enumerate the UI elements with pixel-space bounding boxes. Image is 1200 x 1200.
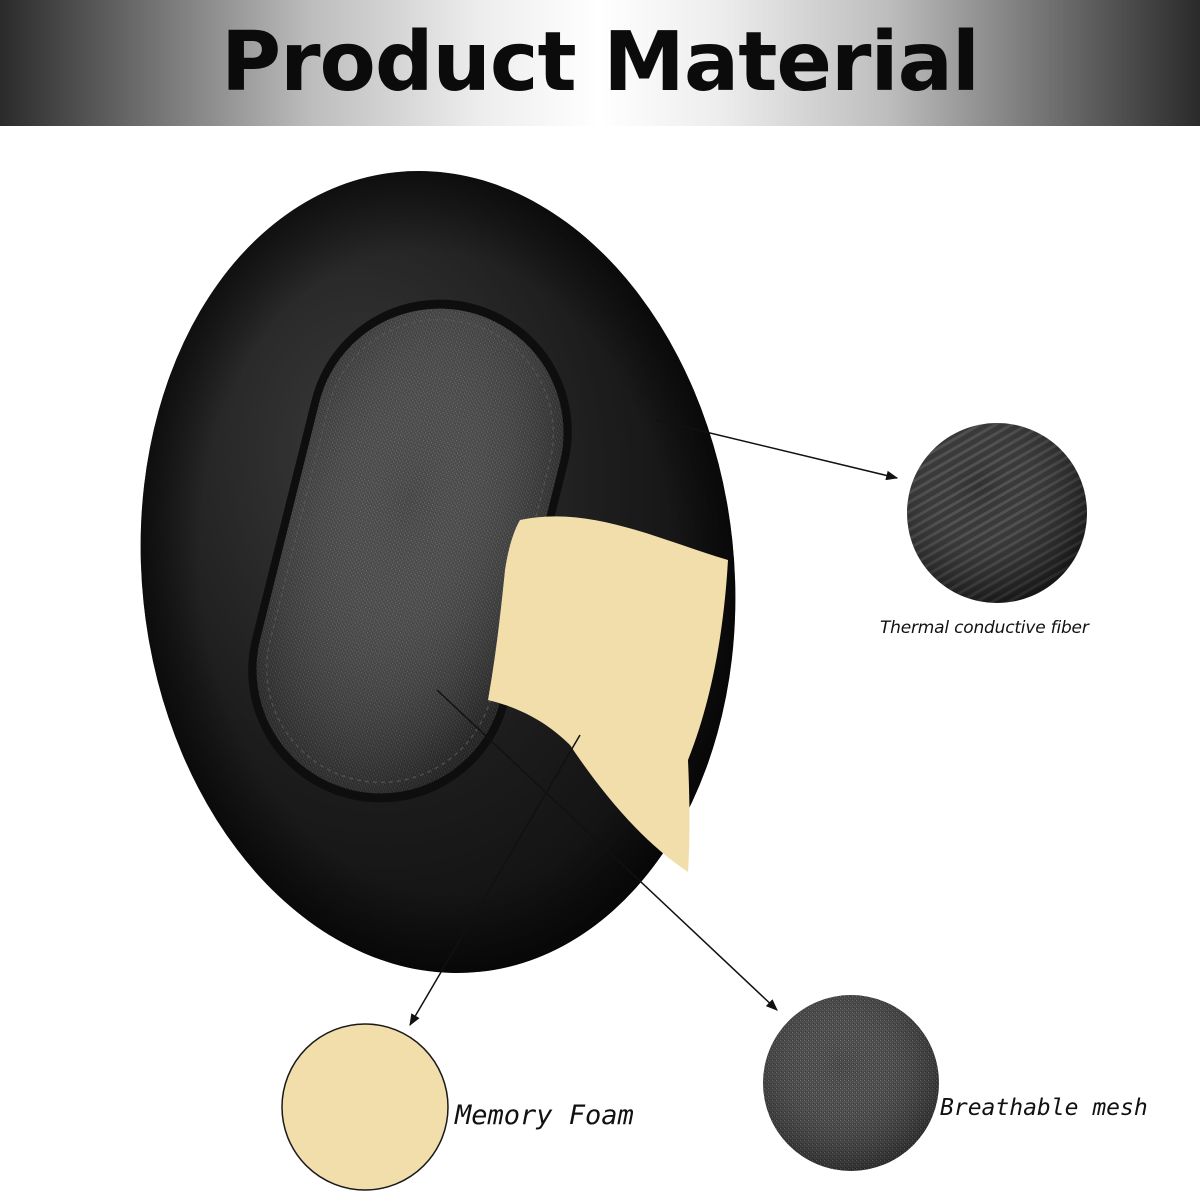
arrow-foam: [409, 734, 581, 1027]
arrow-mesh: [436, 689, 778, 1011]
page-title: Product Material: [220, 15, 980, 110]
mesh-swatch-icon: [763, 995, 939, 1171]
earpad: [140, 171, 736, 973]
label-memory-foam: Memory Foam: [455, 1100, 634, 1131]
foam-swatch-icon: [281, 1023, 449, 1191]
mesh-panel-shade: [256, 308, 564, 794]
foam-cutaway: [488, 516, 728, 872]
label-breathable-mesh: Breathable mesh: [940, 1095, 1148, 1121]
title-banner: Product Material: [0, 0, 1200, 126]
arrow-fiber: [655, 419, 899, 481]
label-thermal-fiber: Thermal conductive fiber: [880, 618, 1089, 638]
fiber-swatch-icon: [907, 423, 1087, 603]
